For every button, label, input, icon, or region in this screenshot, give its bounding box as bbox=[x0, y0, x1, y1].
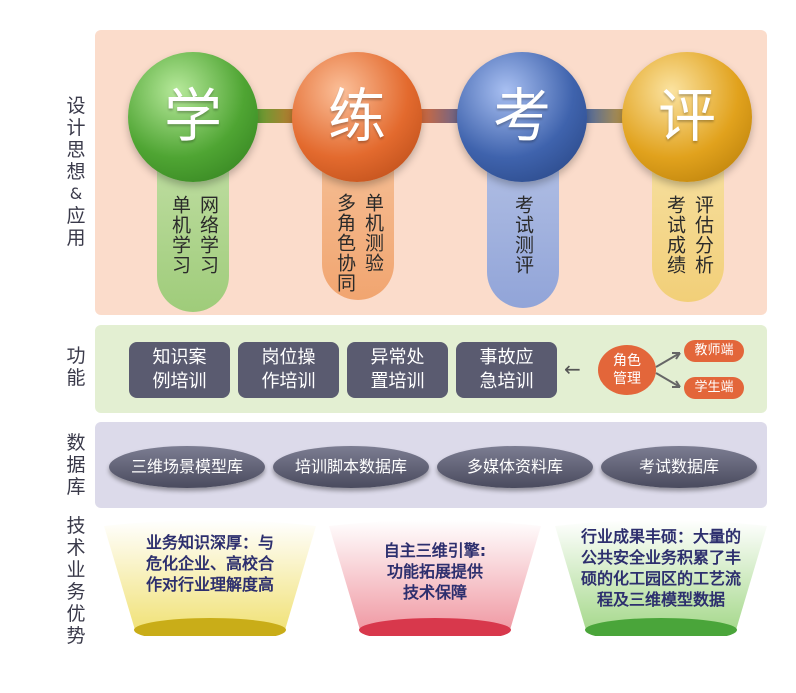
circle-practice: 练 bbox=[292, 52, 422, 182]
section-label-advantage: 技 术 业 务 优 势 bbox=[66, 515, 86, 647]
function-box: 知识案 例培训 bbox=[129, 342, 230, 398]
section-label-function: 功 能 bbox=[66, 345, 86, 389]
database-item: 培训脚本数据库 bbox=[273, 446, 429, 488]
function-box: 异常处 置培训 bbox=[347, 342, 448, 398]
database-item: 三维场景模型库 bbox=[109, 446, 265, 488]
col-multi-role: 多角色协同 bbox=[334, 193, 356, 293]
circle-learn: 学 bbox=[128, 52, 258, 182]
circle-evaluate: 评 bbox=[622, 52, 752, 182]
role-student: 学生端 bbox=[684, 377, 744, 399]
database-item: 考试数据库 bbox=[601, 446, 757, 488]
database-item: 多媒体资料库 bbox=[437, 446, 593, 488]
section-label-design: 设 计 思 想 & 应 用 bbox=[66, 95, 86, 249]
arrow-left-icon: ← bbox=[564, 357, 581, 381]
advantage-shape-3 bbox=[555, 520, 767, 636]
col-standalone-learning: 单机学习 bbox=[169, 195, 191, 275]
col-exam-eval: 考试测评 bbox=[512, 195, 534, 275]
advantage-shape-1 bbox=[104, 520, 316, 636]
col-eval-analysis: 评估分析 bbox=[692, 195, 714, 275]
advantage-text-3: 行业成果丰硕：大量的 公共安全业务积累了丰 硕的化工园区的工艺流 程及三维模型数… bbox=[580, 527, 741, 609]
circle-exam: 考 bbox=[457, 52, 587, 182]
advantage-text-1: 业务知识深厚：与 危化企业、高校合 作对行业理解度高 bbox=[145, 533, 274, 594]
col-exam-score: 考试成绩 bbox=[664, 195, 686, 275]
role-branch-arrows bbox=[655, 352, 681, 388]
function-box: 岗位操 作培训 bbox=[238, 342, 339, 398]
role-teacher: 教师端 bbox=[684, 340, 744, 362]
col-network-learning: 网络学习 bbox=[197, 195, 219, 275]
section-label-database: 数 据 库 bbox=[66, 432, 86, 498]
col-standalone-test: 单机测验 bbox=[362, 193, 384, 273]
advantage-shape-2 bbox=[329, 520, 541, 636]
role-management: 角色 管理 bbox=[598, 345, 656, 395]
function-box: 事故应 急培训 bbox=[456, 342, 557, 398]
advantage-text-2: 自主三维引擎: 功能拓展提供 技术保障 bbox=[383, 541, 487, 602]
